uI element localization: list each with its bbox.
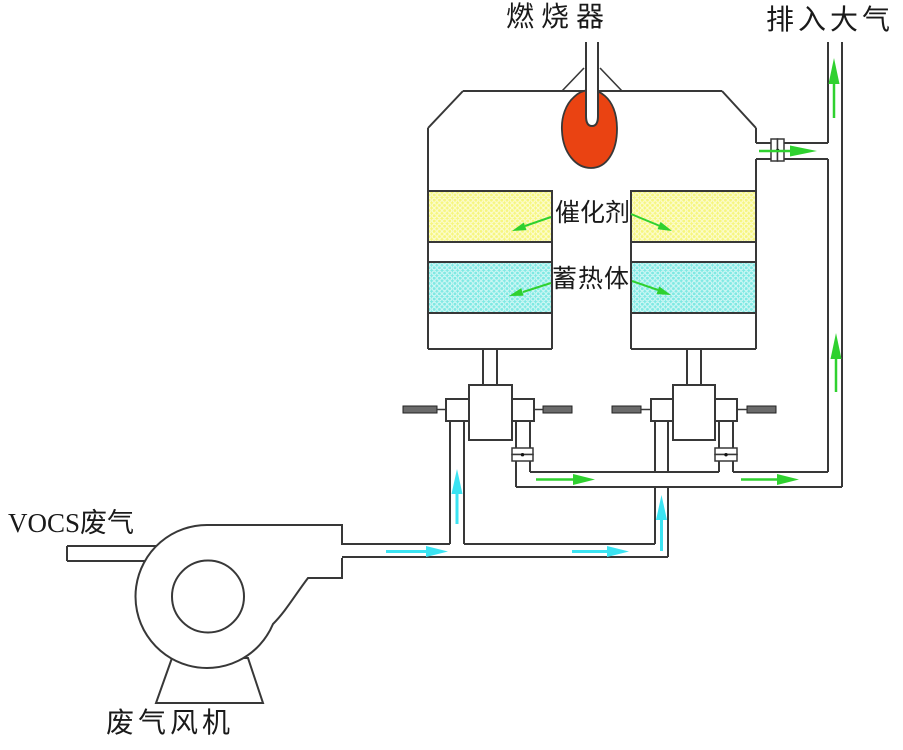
- clean-gas-manifold: [516, 471, 842, 488]
- flow-arrows-clean-gas: [509, 58, 842, 485]
- exhaust-stack: [756, 42, 843, 487]
- valve-handle-left: [611, 405, 642, 414]
- flow-arrow: [790, 145, 817, 157]
- leader-arrow: [656, 286, 671, 295]
- flow-arrow: [828, 58, 840, 84]
- burner-flame: [561, 89, 618, 169]
- riser-left: [449, 421, 465, 544]
- catalyst-label: 催化剂: [555, 200, 631, 227]
- fan-inlet-pipe: [66, 545, 165, 562]
- heat-storage-label: 蓄热体: [552, 266, 631, 293]
- waste-gas-fan: [66, 523, 343, 704]
- fan-hub: [171, 559, 245, 634]
- valve-handle-left: [402, 405, 438, 414]
- flow-arrow: [451, 469, 463, 494]
- valve-handle-right: [542, 405, 573, 414]
- shutoff-valve-right: [714, 447, 738, 462]
- flow-arrows-raw-gas: [386, 469, 667, 557]
- catalyst-bed-left: [427, 190, 553, 243]
- burner: [561, 42, 623, 169]
- four-way-valve-left: [402, 349, 573, 487]
- leader-arrow: [657, 221, 672, 231]
- flow-arrow: [573, 474, 595, 485]
- flow-arrow: [777, 474, 799, 485]
- raw-gas-pipe: [342, 421, 669, 558]
- flow-arrow: [656, 495, 667, 520]
- heat-storage-bed-left: [427, 261, 553, 314]
- flow-arrow: [607, 546, 629, 557]
- fan-label: 废气风机: [106, 708, 235, 739]
- valve-handle-right: [746, 405, 777, 414]
- leader-arrow: [509, 288, 524, 296]
- riser-right: [654, 421, 669, 557]
- catalyst-bed-right: [630, 190, 757, 243]
- exhaust-label: 排入大气: [766, 5, 895, 36]
- burner-pipe: [585, 42, 599, 128]
- burner-mount: [561, 67, 623, 92]
- shutoff-valve-left: [511, 447, 534, 462]
- flow-arrow: [426, 546, 448, 557]
- flow-arrow: [830, 333, 842, 359]
- leader-arrow: [512, 222, 527, 231]
- burner-label: 燃烧器: [506, 2, 612, 33]
- inlet-gas-label: VOCS废气: [8, 508, 135, 538]
- four-way-valve-right: [611, 349, 777, 472]
